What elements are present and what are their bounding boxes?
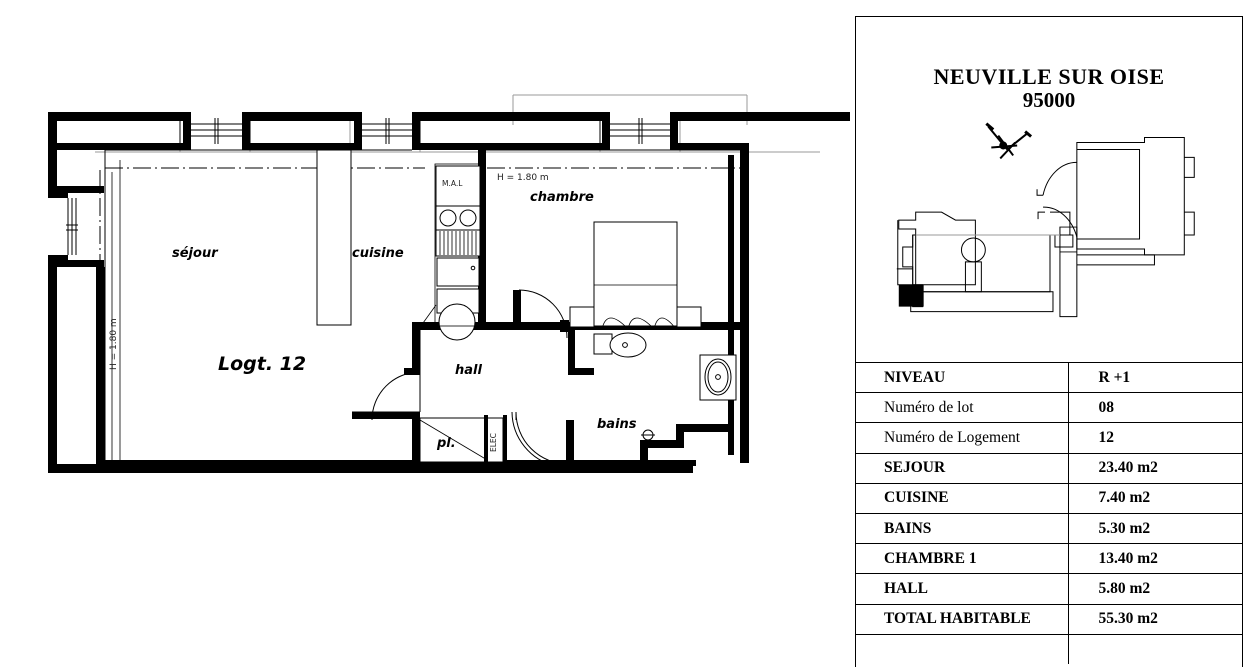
door-swings bbox=[352, 289, 569, 467]
legend-value-total-habitable: 55.30 m2 bbox=[1067, 603, 1242, 635]
washing-machine bbox=[435, 165, 481, 207]
floor-drain-icon bbox=[641, 429, 655, 441]
note-ceiling-height-left: H = 1.80 m bbox=[109, 318, 119, 370]
kitchen-fixtures bbox=[417, 163, 482, 341]
legend-value-numero-de-lot: 08 bbox=[1067, 392, 1242, 423]
legend-label-bains: BAINS bbox=[856, 512, 1068, 544]
postal-code: 95000 bbox=[1022, 88, 1076, 113]
table-row: Numéro de Logement 12 bbox=[856, 422, 1242, 454]
site-corridor bbox=[1059, 226, 1078, 318]
table-row bbox=[856, 633, 1242, 665]
table-row: TOTAL HABITABLE 55.30 m2 bbox=[856, 603, 1242, 635]
page-title: NEUVILLE SUR OISE bbox=[933, 63, 1165, 89]
legend-label-numero-de-lot: Numéro de lot bbox=[856, 392, 1068, 423]
site-curved-bay bbox=[1036, 161, 1078, 248]
note-elec-closet: ELEC bbox=[489, 433, 498, 452]
kitchen-partition bbox=[316, 149, 352, 326]
bathroom-fixtures bbox=[593, 332, 737, 441]
legend-table: NIVEAU R +1 Numéro de lot 08 Numéro de L… bbox=[856, 361, 1242, 665]
title-block: NEUVILLE SUR OISE 95000 bbox=[856, 17, 1242, 117]
legend-label-empty bbox=[856, 633, 1068, 665]
pillows bbox=[601, 317, 677, 330]
bedroom-furniture bbox=[569, 221, 702, 330]
table-row: Numéro de lot 08 bbox=[856, 392, 1242, 423]
kitchen-sink bbox=[436, 257, 480, 287]
site-main-body bbox=[910, 211, 1071, 313]
note-washing-machine: M.A.L bbox=[442, 179, 463, 188]
nightstand-right bbox=[676, 306, 702, 328]
label-cuisine: cuisine bbox=[352, 246, 404, 261]
legend-value-chambre-1: 13.40 m2 bbox=[1067, 543, 1242, 574]
table-row: BAINS 5.30 m2 bbox=[856, 512, 1242, 544]
legend-label-sejour: SEJOUR bbox=[856, 452, 1068, 484]
legend-panel: NEUVILLE SUR OISE 95000 bbox=[855, 16, 1243, 667]
closet-placard bbox=[419, 415, 507, 465]
round-table bbox=[438, 303, 476, 341]
table-row: CUISINE 7.40 m2 bbox=[856, 482, 1242, 514]
legend-value-sejour: 23.40 m2 bbox=[1067, 452, 1242, 484]
label-bains: bains bbox=[597, 417, 637, 432]
legend-label-hall: HALL bbox=[856, 573, 1068, 604]
table-row: SEJOUR 23.40 m2 bbox=[856, 452, 1242, 484]
legend-label-cuisine: CUISINE bbox=[856, 482, 1068, 514]
legend-value-hall: 5.80 m2 bbox=[1067, 573, 1242, 604]
site-key-plan bbox=[856, 117, 1242, 362]
legend-value-numero-de-logement: 12 bbox=[1067, 422, 1242, 454]
table-row: NIVEAU R +1 bbox=[856, 361, 1242, 393]
label-hall: hall bbox=[455, 363, 482, 378]
site-right-block bbox=[1076, 137, 1195, 266]
legend-label-total-habitable: TOTAL HABITABLE bbox=[856, 603, 1068, 635]
legend-value-cuisine: 7.40 m2 bbox=[1067, 482, 1242, 514]
wc-cistern bbox=[593, 333, 613, 355]
note-ceiling-height-top: H = 1.80 m bbox=[497, 173, 549, 183]
room-labels: séjour cuisine chambre hall bains pl. Lo… bbox=[109, 173, 637, 452]
label-placard: pl. bbox=[436, 436, 456, 451]
label-unit-number: Logt. 12 bbox=[218, 353, 306, 375]
legend-value-empty bbox=[1067, 633, 1242, 665]
legend-label-numero-de-logement: Numéro de Logement bbox=[856, 422, 1068, 454]
legend-value-niveau: R +1 bbox=[1067, 361, 1242, 393]
label-chambre: chambre bbox=[530, 190, 594, 205]
toilet-bowl bbox=[609, 332, 647, 358]
legend-label-chambre-1: CHAMBRE 1 bbox=[856, 543, 1068, 574]
walls bbox=[48, 112, 850, 473]
site-map-drawing bbox=[896, 122, 1195, 318]
floorplan-drawing: séjour cuisine chambre hall bains pl. Lo… bbox=[48, 94, 850, 473]
table-row: CHAMBRE 1 13.40 m2 bbox=[856, 543, 1242, 574]
label-sejour: séjour bbox=[172, 246, 219, 261]
bed bbox=[593, 221, 678, 327]
north-arrow-icon bbox=[985, 122, 1033, 160]
legend-label-niveau: NIVEAU bbox=[856, 361, 1068, 393]
nightstand-left bbox=[569, 306, 595, 328]
table-row: HALL 5.80 m2 bbox=[856, 573, 1242, 604]
ceiling-height-limit bbox=[99, 160, 740, 465]
drying-rack bbox=[435, 229, 481, 257]
legend-value-bains: 5.30 m2 bbox=[1067, 512, 1242, 544]
